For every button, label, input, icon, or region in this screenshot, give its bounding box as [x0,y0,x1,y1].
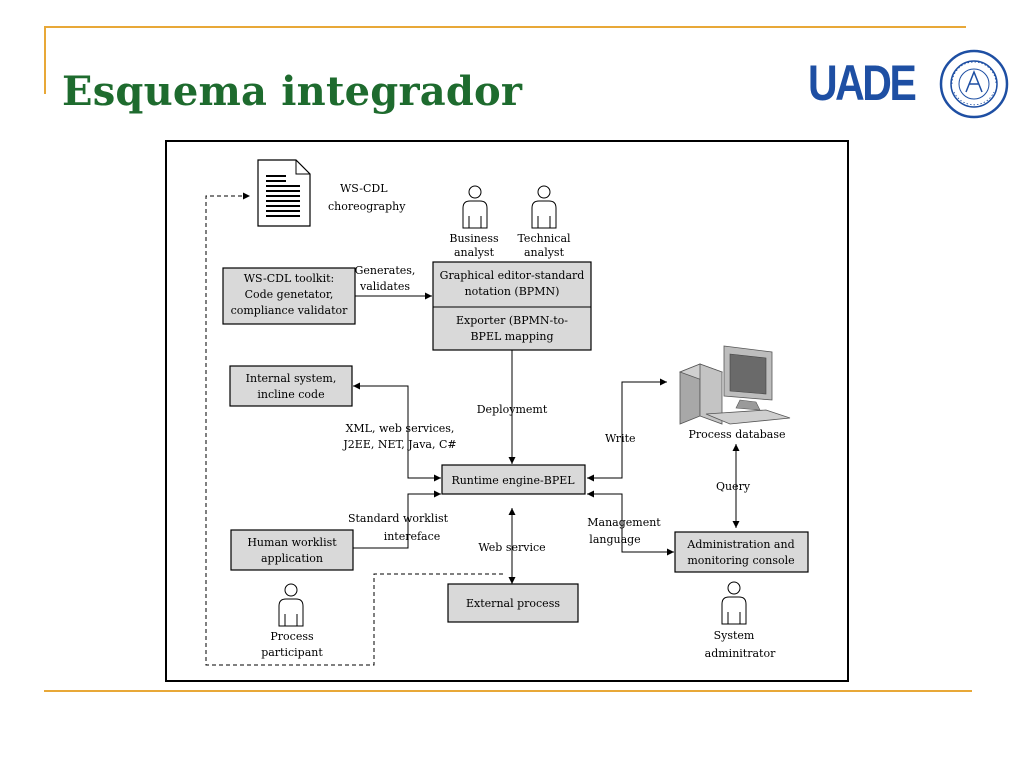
xml-label-line2: J2EE, NET, Java, C# [342,438,456,451]
query-label: Query [716,480,751,493]
process-database-label: Process database [688,428,785,441]
deployment-label: Deploymemt [477,403,548,416]
business-analyst-icon [462,185,488,229]
uade-logo: UADE [808,48,1010,122]
internal-system-box [229,365,353,407]
internal-system-line2: incline code [257,388,324,401]
admin-console-line2: monitoring console [687,554,794,567]
technical-analyst-label-line2: analyst [524,246,565,259]
slide-title: Esquema integrador [62,68,523,115]
university-seal-icon [939,49,1009,119]
management-label-line2: language [589,533,640,546]
graphical-editor-line2: notation (BPMN) [465,285,560,298]
technical-analyst-label-line1: Technical [517,232,571,245]
worklist-label-line2: intereface [384,530,441,543]
choreography-label-line2: choreography [328,200,406,213]
process-participant-line1: Process [270,630,314,643]
human-worklist-box [230,529,354,571]
wscdl-toolkit-line2: Code genetator, [245,288,334,301]
internal-system-line1: Internal system, [246,372,337,385]
top-accent-line [44,26,966,28]
logo-wordmark: UADE [808,55,917,111]
human-worklist-line1: Human worklist [247,536,337,549]
generates-label-line1: Generates, [355,264,416,277]
process-participant-line2: participant [261,646,323,659]
xml-label-line1: XML, web services, [346,422,455,435]
external-process-label: External process [466,597,560,610]
wscdl-toolkit-line3: compliance validator [231,304,349,317]
runtime-engine-label: Runtime engine-BPEL [451,474,575,487]
worklist-connector [353,490,441,549]
business-analyst-label-line2: analyst [454,246,495,259]
generates-label-line2: validates [359,280,410,293]
process-participant-icon [278,583,304,627]
wscdl-toolkit-box [222,267,356,325]
technical-analyst-icon [531,185,557,229]
graphical-editor-line1: Graphical editor-standard [440,269,585,282]
choreography-dashed-connector [205,192,503,666]
human-worklist-line2: application [261,552,323,565]
business-analyst-label-line1: Business [449,232,499,245]
admin-console-box [674,531,809,573]
web-service-label: Web service [478,541,545,554]
internal-system-connector [353,382,441,482]
worklist-label-line1: Standard worklist [348,512,449,525]
exporter-line1: Exporter (BPMN-to- [456,314,568,327]
bottom-accent-line [44,690,972,692]
management-connector [587,490,674,556]
external-process-box [447,583,579,623]
computer-icon [678,345,791,425]
document-icon [257,159,311,227]
system-administrator-icon [721,581,747,625]
wscdl-toolkit-line1: WS-CDL toolkit: [244,272,335,285]
admin-console-line1: Administration and [686,538,794,551]
system-admin-line1: System [714,629,755,642]
exporter-line2: BPEL mapping [470,330,553,343]
system-admin-line2: adminitrator [705,647,776,660]
write-connector [587,378,667,482]
left-accent-line [44,26,46,94]
write-label: Write [605,432,636,445]
choreography-label-line1: WS-CDL [340,182,388,195]
runtime-engine-box [441,464,586,495]
diagram-frame [165,140,849,682]
management-label-line1: Management [587,516,661,529]
